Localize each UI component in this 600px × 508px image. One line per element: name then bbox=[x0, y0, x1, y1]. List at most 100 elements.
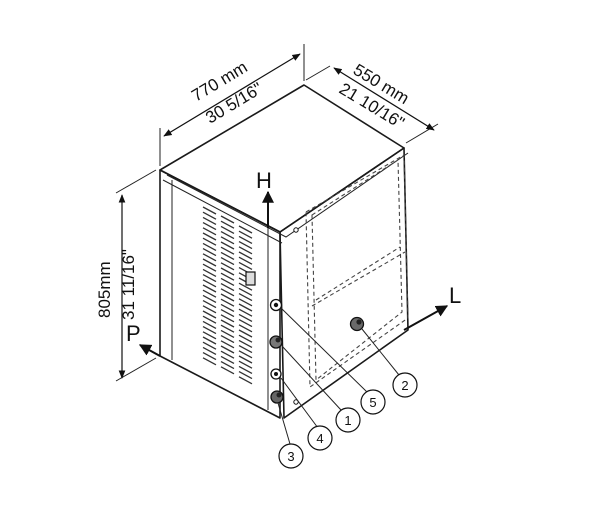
front-access-panel bbox=[305, 154, 409, 389]
fitting-2 bbox=[349, 316, 365, 332]
vent-slat bbox=[238, 334, 253, 343]
vent-slat bbox=[238, 360, 253, 369]
vent-slat bbox=[202, 315, 217, 324]
fitting-3 bbox=[270, 390, 284, 404]
vent-slat bbox=[238, 365, 253, 374]
length-axis-arrow bbox=[403, 305, 449, 331]
vent-slat bbox=[202, 216, 217, 225]
side-handle bbox=[245, 271, 256, 286]
callouts: 5 2 1 4 3 bbox=[277, 307, 418, 469]
length-axis-label: L bbox=[449, 283, 461, 308]
vent-slat bbox=[238, 324, 253, 333]
vent-slat bbox=[238, 246, 253, 255]
side-vent-grille bbox=[202, 206, 253, 385]
fitting-4 bbox=[270, 368, 282, 380]
callout-3: 3 bbox=[278, 443, 304, 469]
vent-slat bbox=[220, 355, 235, 364]
callout-4: 4 bbox=[307, 425, 333, 451]
vent-slat bbox=[202, 331, 217, 340]
vent-slat bbox=[220, 225, 235, 234]
vent-slat bbox=[202, 305, 217, 314]
vent-slat bbox=[220, 262, 235, 271]
width-dimension: 770 mm 30 5/16" bbox=[159, 44, 305, 166]
vent-slat bbox=[238, 230, 253, 239]
left-side-panel bbox=[159, 169, 281, 419]
height-axis-label: H bbox=[256, 168, 272, 193]
depth-dimension: 550 mm 21 10/16" bbox=[305, 60, 439, 144]
vent-slat bbox=[220, 241, 235, 250]
vent-slat bbox=[202, 346, 217, 355]
vent-slat bbox=[220, 267, 235, 276]
vent-slat bbox=[202, 320, 217, 329]
vent-slat bbox=[238, 355, 253, 364]
svg-text:1: 1 bbox=[344, 413, 351, 428]
height-dimension: 805mm 31 11/16" bbox=[95, 169, 157, 382]
vent-slat bbox=[202, 268, 217, 277]
vent-slat bbox=[202, 248, 217, 257]
vent-slat bbox=[220, 345, 235, 354]
vent-slat bbox=[238, 329, 253, 338]
vent-slat bbox=[202, 336, 217, 345]
vent-slat bbox=[220, 303, 235, 312]
vent-slat bbox=[202, 237, 217, 246]
vent-slat bbox=[220, 319, 235, 328]
vent-slat bbox=[238, 225, 253, 234]
vent-slat bbox=[220, 283, 235, 292]
callout-1: 1 bbox=[335, 407, 361, 433]
vent-slat bbox=[238, 293, 253, 302]
vent-slat bbox=[238, 282, 253, 291]
height-mm-label: 805mm bbox=[95, 261, 114, 318]
callout-5: 5 bbox=[360, 389, 386, 415]
vent-slat bbox=[238, 251, 253, 260]
vent-slat bbox=[238, 371, 253, 380]
vent-slat bbox=[238, 298, 253, 307]
vent-slat bbox=[220, 293, 235, 302]
vent-slat bbox=[238, 350, 253, 359]
vent-slat bbox=[202, 222, 217, 231]
vent-slat bbox=[238, 376, 253, 385]
vent-slat bbox=[220, 298, 235, 307]
fittings bbox=[269, 227, 365, 405]
vent-slat bbox=[238, 235, 253, 244]
vent-slat bbox=[202, 211, 217, 220]
vent-slat bbox=[202, 294, 217, 303]
vent-slat bbox=[202, 258, 217, 267]
vent-slat bbox=[202, 289, 217, 298]
vent-slat bbox=[220, 251, 235, 260]
callout-2: 2 bbox=[392, 372, 418, 398]
vent-slat bbox=[220, 231, 235, 240]
vent-slat bbox=[202, 310, 217, 319]
fitting-5 bbox=[269, 298, 283, 312]
vent-slat bbox=[238, 287, 253, 296]
vent-slat bbox=[202, 242, 217, 251]
front-screw bbox=[293, 227, 299, 233]
vent-slat bbox=[238, 319, 253, 328]
vent-slat bbox=[238, 339, 253, 348]
vent-slat bbox=[202, 341, 217, 350]
height-in-label: 31 11/16" bbox=[119, 249, 138, 320]
vent-slat bbox=[202, 279, 217, 288]
vent-slat bbox=[220, 288, 235, 297]
vent-slat bbox=[202, 284, 217, 293]
vent-slat bbox=[220, 324, 235, 333]
vent-slat bbox=[220, 340, 235, 349]
fitting-1 bbox=[269, 335, 283, 349]
svg-text:4: 4 bbox=[316, 431, 323, 446]
vent-slat bbox=[238, 261, 253, 270]
vent-slat bbox=[202, 326, 217, 335]
vent-slat bbox=[220, 350, 235, 359]
vent-slat bbox=[238, 308, 253, 317]
vent-slat bbox=[238, 256, 253, 265]
vent-slat bbox=[220, 246, 235, 255]
vent-slat bbox=[220, 277, 235, 286]
svg-text:5: 5 bbox=[369, 395, 376, 410]
vent-slat bbox=[220, 220, 235, 229]
vent-slat bbox=[220, 329, 235, 338]
vent-slat bbox=[238, 241, 253, 250]
vent-slat bbox=[202, 227, 217, 236]
vent-slat bbox=[220, 309, 235, 318]
vent-slat bbox=[220, 314, 235, 323]
vent-slat bbox=[220, 335, 235, 344]
svg-text:2: 2 bbox=[401, 378, 408, 393]
vent-slat bbox=[238, 303, 253, 312]
